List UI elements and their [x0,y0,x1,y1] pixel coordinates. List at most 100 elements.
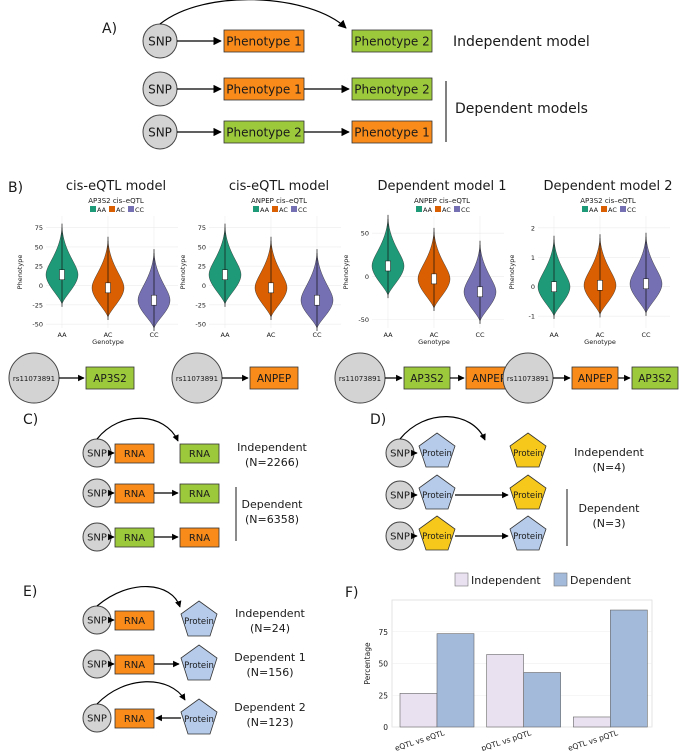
snp-label: SNP [390,449,410,460]
rna-label: RNA [124,714,145,725]
snp-label: SNP [87,449,107,460]
legend-label: Dependent [570,574,632,587]
legend-label: AC [116,206,125,214]
y-tick-label: 50 [198,243,206,251]
x-tick-label: CC [312,331,322,339]
snp-label: SNP [148,126,172,140]
panel-a: A) SNP Phenotype 1 Phenotype 2 Independe… [102,0,590,150]
ap3s2-label: AP3S2 [638,373,672,385]
legend-label: Independent [471,574,541,587]
legend-swatch [291,206,297,212]
independent-label: Independent [235,607,305,620]
panel-d-letter: D) [370,412,386,428]
box [151,294,157,306]
legend-label: AC [279,206,288,214]
x-axis-label: Genotype [418,338,450,346]
legend-label: AC [442,206,451,214]
y-tick-label: -25 [195,301,206,309]
y-tick-label: 75 [378,628,388,637]
x-axis-label: Genotype [584,338,616,346]
legend-label: AA [589,206,599,214]
dependent-count: (N=6358) [245,513,299,526]
legend-label: AC [608,206,617,214]
y-tick-label: 25 [198,263,206,271]
protein-pentagon [509,515,547,551]
chain-2: rs11073891 ANPEP [171,352,299,404]
arrow-snp-to-rna2 [96,417,179,442]
anpep-label: ANPEP [472,373,506,385]
protein-label: Protein [422,532,452,542]
chart-title: cis-eQTL model [66,179,166,194]
independent-model-label: Independent model [453,34,590,50]
bar-dependent [436,633,475,728]
snp-label: SNP [390,491,410,502]
box [385,260,391,272]
chart-subtitle: ANPEP cis–eQTL [251,197,307,205]
y-tick-label: 50 [378,660,388,669]
rna-label: RNA [124,449,145,460]
x-tick-label: CC [475,331,485,339]
phenotype2-label: Phenotype 2 [354,83,429,97]
chart-title: Dependent model 1 [377,179,506,194]
snp-label: SNP [87,533,107,544]
rna-box [114,443,155,464]
protein-label: Protein [513,532,543,542]
legend-label: CC [135,206,145,214]
y-tick-label: 0 [39,282,43,290]
x-tick-label: CC [641,331,651,339]
rna-box [179,527,220,548]
legend-swatch [90,206,96,212]
y-axis-label: Phenotype [16,255,24,290]
snp-label: SNP [87,489,107,500]
rna-box [179,443,220,464]
y-axis-label: Phenotype [179,255,187,290]
arrow-snp-to-protein2 [399,416,486,441]
chart-title: Dependent model 2 [543,179,672,194]
anpep-box [249,366,299,390]
dependent-count: (N=3) [592,517,625,530]
x-tick-label: AA [57,331,67,339]
snp-label: SNP [148,35,172,49]
dependent-models-label: Dependent models [455,101,588,117]
anpep-label: ANPEP [578,373,612,385]
x-tick-label: AC [596,331,605,339]
y-tick-label: -1 [529,313,535,321]
bar-dependent [523,672,561,728]
snp-label: SNP [87,660,107,671]
phenotype2-label: Phenotype 2 [226,126,301,140]
legend-swatch [620,206,626,212]
chart-subtitle: AP3S2 cis–eQTL [88,197,144,205]
y-tick-label: 0 [531,283,535,291]
box [268,282,274,294]
panel-c: C) SNP RNA RNA Independent (N=2266) SNP … [23,412,308,552]
snp-label: SNP [148,83,172,97]
y-tick-label: 50 [361,230,369,238]
protein-pentagon [418,432,456,468]
y-tick-label: 75 [198,224,206,232]
x-tick-label: AA [549,331,559,339]
box [105,282,111,294]
legend-swatch [454,572,469,587]
independent-count: (N=4) [592,461,625,474]
phenotype1-label: Phenotype 1 [226,35,301,49]
legend-swatch [109,206,115,212]
rsid-label: rs11073891 [13,375,55,383]
arrow-snp-to-phenotype2 [159,0,347,29]
y-tick-label: 2 [531,224,535,232]
chart-title: cis-eQTL model [229,179,329,194]
panel-a-letter: A) [102,21,117,37]
dependent-label: Dependent [579,502,641,515]
y-tick-label: 1 [531,254,535,262]
rna-box [179,483,220,504]
legend-label: CC [627,206,637,214]
legend-label: AA [260,206,270,214]
protein-label: Protein [184,715,214,725]
rna-box [114,708,155,729]
y-tick-label: -50 [32,321,43,329]
